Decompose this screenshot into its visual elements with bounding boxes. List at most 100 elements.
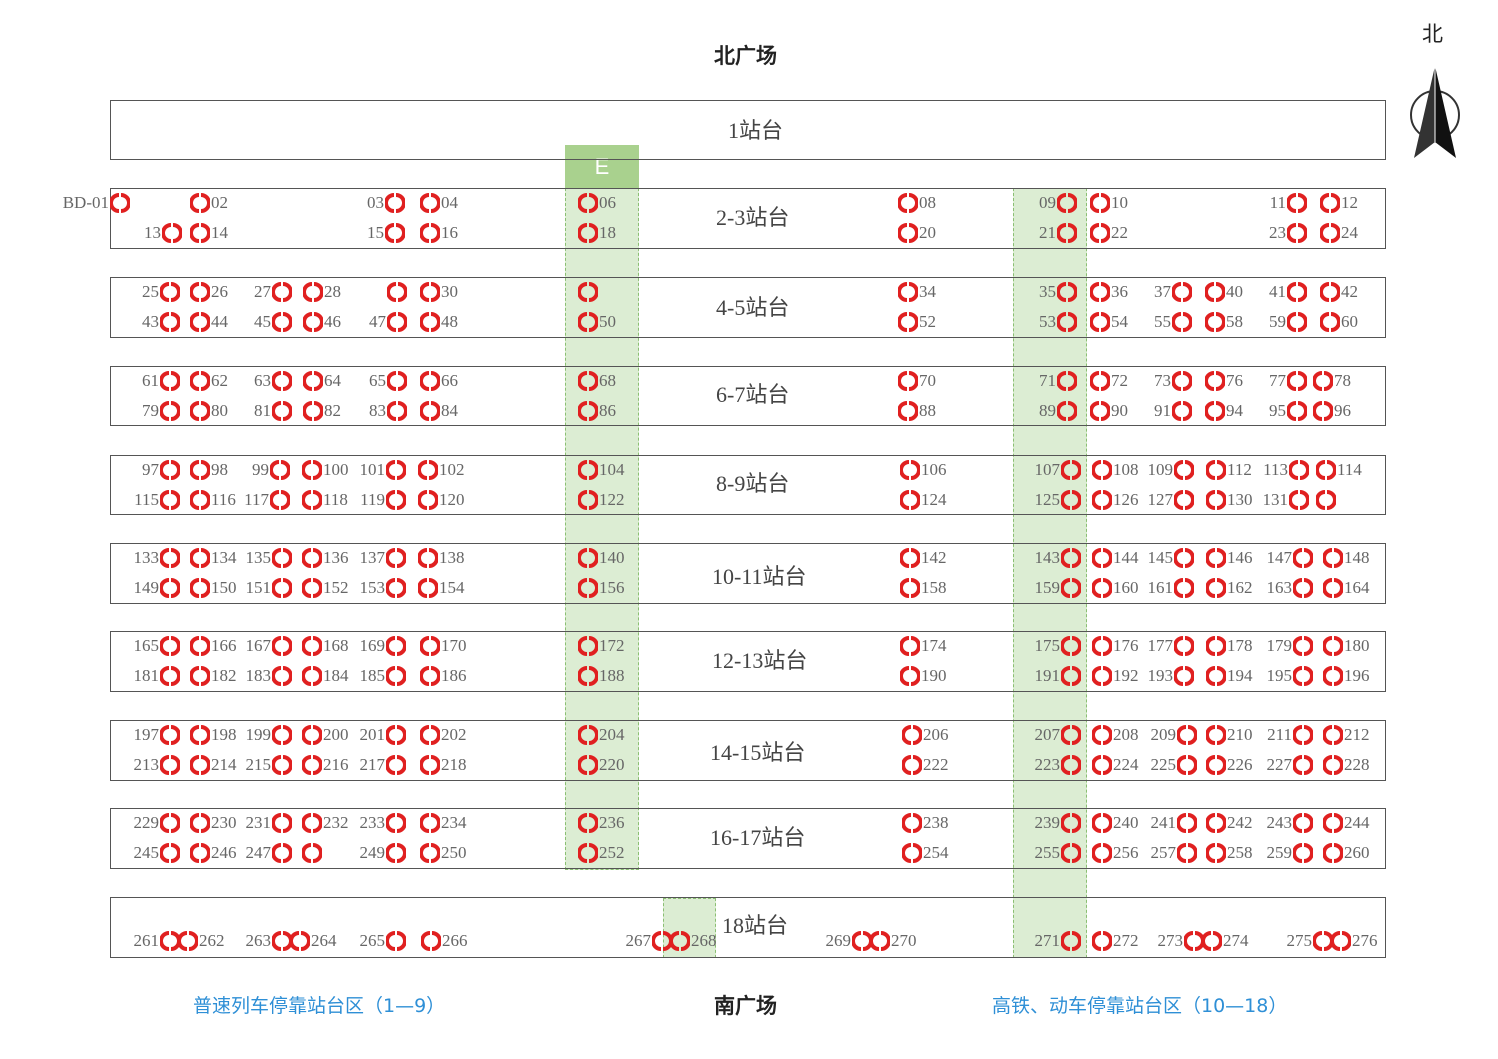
gate-icon[interactable]: [302, 725, 322, 745]
gate-icon[interactable]: [385, 223, 405, 243]
gate-icon[interactable]: [190, 813, 210, 833]
gate-icon[interactable]: [1174, 636, 1194, 656]
gate-icon[interactable]: [1287, 401, 1307, 421]
gate-icon[interactable]: [160, 931, 180, 951]
gate-icon[interactable]: [272, 282, 292, 302]
gate-icon[interactable]: [190, 725, 210, 745]
gate-icon[interactable]: [1313, 371, 1333, 391]
gate-icon[interactable]: [272, 843, 292, 863]
gate-icon[interactable]: [1172, 312, 1192, 332]
gate-icon[interactable]: [1174, 578, 1194, 598]
gate-icon[interactable]: [420, 223, 440, 243]
gate-icon[interactable]: [386, 666, 406, 686]
gate-icon[interactable]: [302, 490, 322, 510]
gate-icon[interactable]: [386, 931, 406, 951]
gate-icon[interactable]: [1287, 282, 1307, 302]
gate-icon[interactable]: [160, 725, 180, 745]
gate-icon[interactable]: [1320, 193, 1340, 213]
gate-icon[interactable]: [1316, 460, 1336, 480]
gate-icon[interactable]: [386, 548, 406, 568]
gate-icon[interactable]: [1320, 312, 1340, 332]
gate-icon[interactable]: [1061, 813, 1081, 833]
gate-icon[interactable]: [578, 755, 598, 775]
gate-icon[interactable]: [160, 460, 180, 480]
gate-icon[interactable]: [190, 578, 210, 598]
gate-icon[interactable]: [1206, 843, 1226, 863]
gate-icon[interactable]: [1092, 813, 1112, 833]
gate-icon[interactable]: [898, 401, 918, 421]
gate-icon[interactable]: [1057, 282, 1077, 302]
gate-icon[interactable]: [420, 282, 440, 302]
gate-icon[interactable]: [1323, 666, 1343, 686]
gate-icon[interactable]: [578, 223, 598, 243]
gate-icon[interactable]: [1092, 636, 1112, 656]
gate-icon[interactable]: [302, 755, 322, 775]
gate-icon[interactable]: [420, 193, 440, 213]
gate-icon[interactable]: [900, 578, 920, 598]
gate-icon[interactable]: [190, 490, 210, 510]
gate-icon[interactable]: [420, 755, 440, 775]
gate-icon[interactable]: [898, 282, 918, 302]
gate-icon[interactable]: [898, 193, 918, 213]
gate-icon[interactable]: [418, 490, 438, 510]
gate-icon[interactable]: [898, 223, 918, 243]
gate-icon[interactable]: [1331, 931, 1351, 951]
gate-icon[interactable]: [272, 371, 292, 391]
gate-icon[interactable]: [578, 843, 598, 863]
gate-icon[interactable]: [1293, 666, 1313, 686]
gate-icon[interactable]: [1061, 931, 1081, 951]
gate-icon[interactable]: [578, 578, 598, 598]
gate-icon[interactable]: [420, 401, 440, 421]
gate-icon[interactable]: [1057, 193, 1077, 213]
gate-icon[interactable]: [1206, 490, 1226, 510]
gate-icon[interactable]: [900, 548, 920, 568]
gate-icon[interactable]: [160, 636, 180, 656]
gate-icon[interactable]: [1174, 666, 1194, 686]
gate-icon[interactable]: [852, 931, 872, 951]
gate-icon[interactable]: [1177, 843, 1197, 863]
gate-icon[interactable]: [303, 282, 323, 302]
gate-icon[interactable]: [386, 460, 406, 480]
gate-icon[interactable]: [902, 843, 922, 863]
gate-icon[interactable]: [178, 931, 198, 951]
gate-icon[interactable]: [1057, 312, 1077, 332]
gate-icon[interactable]: [160, 813, 180, 833]
gate-icon[interactable]: [303, 312, 323, 332]
gate-icon[interactable]: [1206, 578, 1226, 598]
gate-icon[interactable]: [420, 371, 440, 391]
gate-icon[interactable]: [1092, 931, 1112, 951]
gate-icon[interactable]: [290, 931, 310, 951]
gate-icon[interactable]: [1206, 636, 1226, 656]
gate-icon[interactable]: [1205, 312, 1225, 332]
gate-icon[interactable]: [1090, 282, 1110, 302]
gate-icon[interactable]: [190, 282, 210, 302]
gate-icon[interactable]: [270, 490, 290, 510]
gate-icon[interactable]: [160, 401, 180, 421]
gate-icon[interactable]: [1177, 813, 1197, 833]
gate-icon[interactable]: [1061, 578, 1081, 598]
gate-icon[interactable]: [272, 636, 292, 656]
gate-icon[interactable]: [1172, 371, 1192, 391]
gate-icon[interactable]: [303, 371, 323, 391]
gate-icon[interactable]: [1057, 223, 1077, 243]
gate-icon[interactable]: [578, 725, 598, 745]
gate-icon[interactable]: [902, 725, 922, 745]
gate-icon[interactable]: [902, 813, 922, 833]
gate-icon[interactable]: [1287, 371, 1307, 391]
gate-icon[interactable]: [578, 666, 598, 686]
gate-icon[interactable]: [1293, 843, 1313, 863]
gate-icon[interactable]: [1206, 548, 1226, 568]
gate-icon[interactable]: [162, 223, 182, 243]
gate-icon[interactable]: [302, 813, 322, 833]
gate-icon[interactable]: [190, 460, 210, 480]
gate-icon[interactable]: [1057, 401, 1077, 421]
gate-icon[interactable]: [387, 282, 407, 302]
gate-icon[interactable]: [1323, 548, 1343, 568]
gate-icon[interactable]: [1323, 843, 1343, 863]
gate-icon[interactable]: [1205, 282, 1225, 302]
gate-icon[interactable]: [1061, 548, 1081, 568]
gate-icon[interactable]: [421, 931, 441, 951]
gate-icon[interactable]: [1293, 636, 1313, 656]
gate-icon[interactable]: [160, 371, 180, 391]
gate-icon[interactable]: [1206, 813, 1226, 833]
